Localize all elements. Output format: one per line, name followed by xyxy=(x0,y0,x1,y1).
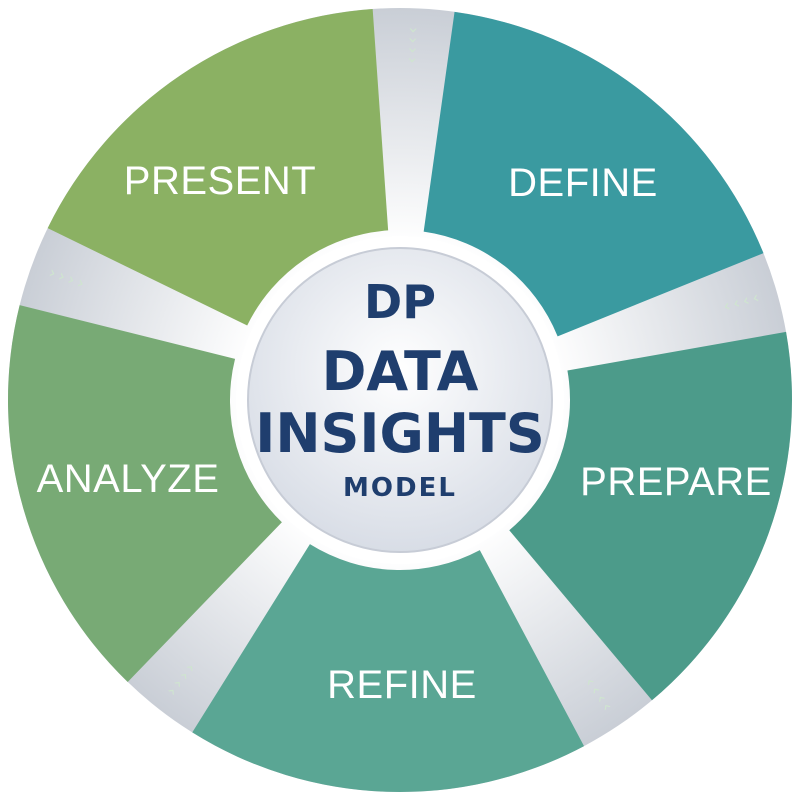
chevron-icon: › xyxy=(750,289,761,309)
chevron-icon: › xyxy=(403,57,422,64)
logo-mark: DP xyxy=(364,275,436,329)
chevron-icon: › xyxy=(404,47,423,54)
stage-segment-define xyxy=(423,11,764,337)
chevron-icon: › xyxy=(404,27,423,34)
stage-label-define: DEFINE xyxy=(508,161,658,205)
chevron-icon: › xyxy=(721,297,732,317)
stage-segment-prepare xyxy=(509,331,792,701)
hub-title-line-1: DATA xyxy=(322,340,479,403)
chevron-icon: › xyxy=(404,37,423,44)
hub-circle xyxy=(247,247,553,553)
stage-segment-present xyxy=(47,8,389,326)
stage-label-refine: REFINE xyxy=(327,663,477,707)
brand-logo: DP xyxy=(364,275,436,329)
stage-segment-analyze xyxy=(7,305,282,682)
stage-label-analyze: ANALYZE xyxy=(37,457,220,501)
stage-segment-refine xyxy=(192,544,585,792)
hub-title-line-2: INSIGHTS xyxy=(255,402,545,465)
chevron-icon: › xyxy=(741,292,752,312)
chevron-icon: › xyxy=(731,294,742,314)
stage-segments xyxy=(7,8,792,792)
stage-label-prepare: PREPARE xyxy=(580,460,772,504)
stage-label-present: PRESENT xyxy=(124,159,316,203)
hub-subtitle: MODEL xyxy=(343,473,457,503)
